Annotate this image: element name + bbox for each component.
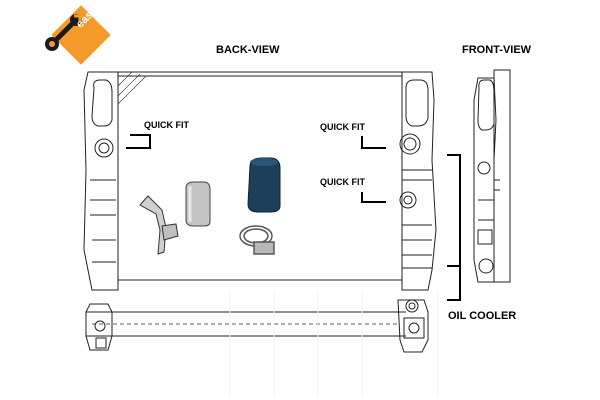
bracket-icon xyxy=(185,181,211,227)
hose-clamp-icon xyxy=(239,225,275,255)
front-view-radiator xyxy=(473,69,511,283)
quick-fit-label-right-top: QUICK FIT xyxy=(320,122,365,132)
wrench-icon xyxy=(45,14,82,51)
bottom-view-radiator xyxy=(85,299,429,353)
quick-fit-label-right-bottom: QUICK FIT xyxy=(320,177,365,187)
background-watermark xyxy=(229,290,439,398)
quick-fit-label-left: QUICK FIT xyxy=(144,120,189,130)
back-view-radiator xyxy=(83,71,437,291)
back-view-title: BACK-VIEW xyxy=(216,44,280,56)
callout-leaders xyxy=(126,134,461,301)
easyfit-logo xyxy=(45,5,111,65)
hose-icon xyxy=(247,157,281,213)
front-view-title: FRONT-VIEW xyxy=(462,44,532,56)
clip-icon xyxy=(139,195,179,255)
oil-cooler-label: OIL COOLER xyxy=(448,310,517,322)
